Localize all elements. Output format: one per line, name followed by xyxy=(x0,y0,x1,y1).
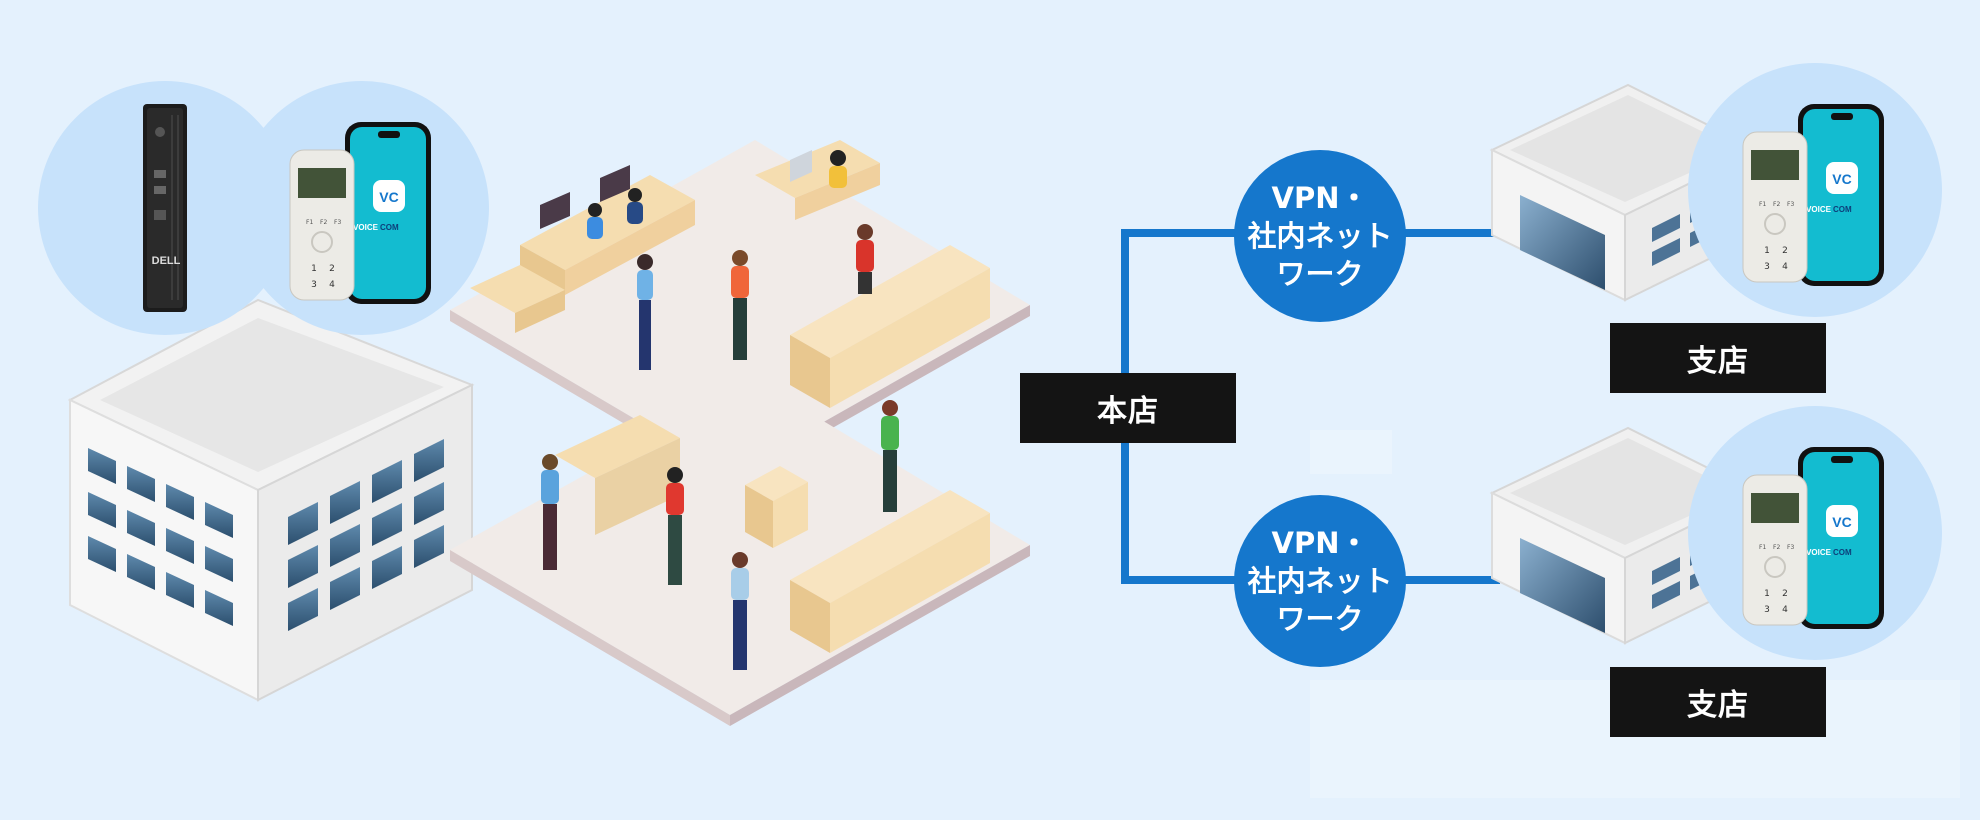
office-people xyxy=(541,150,899,670)
pc-brand-text: DELL xyxy=(152,255,181,267)
person-10 xyxy=(731,552,749,670)
lower-furniture xyxy=(555,415,990,653)
fkey-2: F2 xyxy=(320,219,327,226)
app-name-a: VOICE xyxy=(353,223,379,232)
key-2: 2 xyxy=(329,264,335,274)
person-8 xyxy=(541,454,559,570)
vpn-network-circle-top: VPN・ 社内ネット ワーク xyxy=(1234,150,1406,322)
smartphone: VC VOICE COM xyxy=(345,122,431,304)
app-name-b: COM xyxy=(380,223,399,232)
fkey-1: F1 xyxy=(306,219,313,226)
key-4: 4 xyxy=(329,280,335,290)
handset-and-smartphone: VC VOICE COM F1 F2 F3 1 2 3 4 xyxy=(289,122,431,304)
person-9 xyxy=(666,467,684,585)
vpn-top-line2: 社内ネット xyxy=(1247,219,1393,253)
fkey-3: F3 xyxy=(334,219,341,226)
device-bubble-pc: DELL xyxy=(38,81,292,335)
vpn-bottom-line3: ワーク xyxy=(1276,602,1364,636)
key-3: 3 xyxy=(311,280,317,290)
main-office-label: 本店 xyxy=(1020,373,1236,443)
upper-desks xyxy=(470,140,990,408)
vpn-bottom-line2: 社内ネット xyxy=(1247,564,1393,598)
person-6 xyxy=(627,188,643,224)
person-5 xyxy=(587,203,603,239)
person-7 xyxy=(881,400,899,512)
person-2 xyxy=(731,250,749,360)
app-badge-text: VC xyxy=(379,189,398,205)
vpn-top-line1: VPN・ xyxy=(1271,181,1369,215)
handset: F1 F2 F3 1 2 3 4 xyxy=(289,149,355,301)
branch-label-bottom: 支店 xyxy=(1610,667,1826,737)
vpn-bottom-line1: VPN・ xyxy=(1271,526,1369,560)
main-building-windows-right xyxy=(288,439,444,631)
main-building-windows-left xyxy=(88,448,233,626)
person-4 xyxy=(829,150,847,188)
faint-panel-small xyxy=(1310,430,1392,474)
vpn-top-line3: ワーク xyxy=(1276,257,1364,291)
key-1: 1 xyxy=(311,264,317,274)
branch-label-bottom-text: 支店 xyxy=(1687,688,1749,723)
main-office-label-text: 本店 xyxy=(1097,394,1159,429)
person-1 xyxy=(637,254,653,370)
person-3 xyxy=(856,224,874,294)
main-office-building xyxy=(67,298,475,702)
vpn-network-circle-bottom: VPN・ 社内ネット ワーク xyxy=(1234,495,1406,667)
branch-label-top-text: 支店 xyxy=(1687,344,1749,379)
branch-label-top: 支店 xyxy=(1610,323,1826,393)
computer-monitors xyxy=(540,150,812,229)
